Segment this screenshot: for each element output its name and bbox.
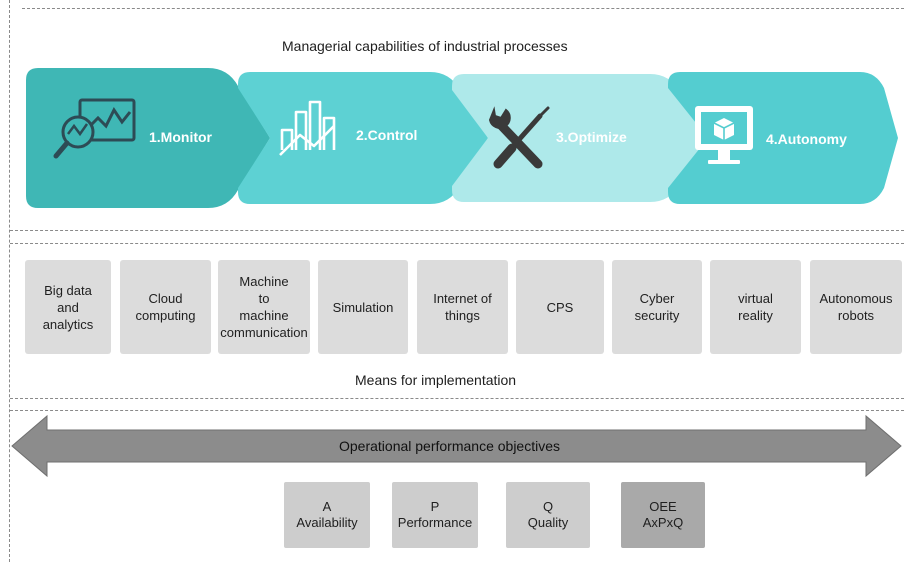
- stage-optimize-shape: [452, 74, 708, 202]
- bar-line-control-icon: [279, 100, 336, 156]
- means-box-cyber: Cyber security: [612, 260, 702, 354]
- stage-label-monitor: 1.Monitor: [149, 129, 212, 145]
- stage-label-control: 2.Control: [356, 127, 418, 143]
- means-box-iot: Internet of things: [417, 260, 508, 354]
- kpi-availability: A Availability: [284, 482, 370, 548]
- objectives-title: Operational performance objectives: [339, 438, 561, 454]
- capabilities-title: Managerial capabilities of industrial pr…: [282, 38, 568, 54]
- means-box-simulation: Simulation: [318, 260, 408, 354]
- stage-control-shape: [238, 72, 488, 204]
- kpi-performance: P Performance: [392, 482, 478, 548]
- stage-label-optimize: 3.Optimize: [556, 129, 627, 145]
- capability-stages: [26, 68, 898, 208]
- section-divider-2a: [10, 398, 904, 399]
- means-box-cloud: Cloud computing: [120, 260, 211, 354]
- section-divider-1a: [10, 230, 904, 231]
- means-box-vr: virtual reality: [710, 260, 801, 354]
- means-box-big-data: Big data and analytics: [25, 260, 111, 354]
- wrench-screwdriver-icon: [488, 106, 550, 169]
- means-box-m2m: Machine to machine communication: [218, 260, 310, 354]
- monitor-chart-magnifier-icon: [53, 98, 136, 159]
- section-divider-2b: [10, 410, 904, 411]
- objectives-double-arrow: [11, 414, 902, 478]
- means-box-robots: Autonomous robots: [810, 260, 902, 354]
- section-divider-1b: [10, 243, 904, 244]
- kpi-quality: Q Quality: [506, 482, 590, 548]
- frame-left-border: [9, 0, 10, 562]
- means-title: Means for implementation: [355, 372, 517, 388]
- stage-autonomy-shape: [668, 72, 898, 204]
- stage-monitor-shape: [26, 68, 270, 208]
- stage-label-autonomy: 4.Autonomy: [766, 131, 847, 147]
- means-box-cps: CPS: [516, 260, 604, 354]
- kpi-oee: OEE AxPxQ: [621, 482, 705, 548]
- section-divider-top: [22, 8, 904, 9]
- monitor-cube-icon: [695, 106, 753, 164]
